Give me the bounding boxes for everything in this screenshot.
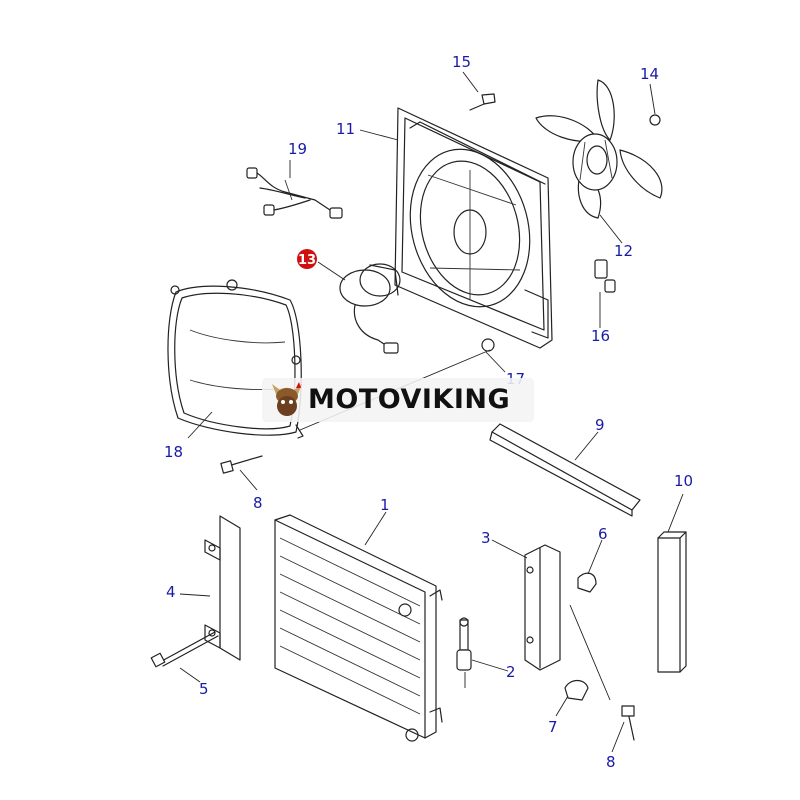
callout-15: 15 [452, 53, 471, 71]
left-bracket [204, 515, 241, 661]
callout-13: 13 [298, 253, 316, 268]
callout-labels: 1 2 3 4 5 6 7 8 8 9 10 11 12 13 14 15 16… [164, 53, 693, 771]
callout-2: 2 [506, 663, 516, 681]
leader-lines [179, 71, 684, 753]
bolt-5 [150, 631, 219, 668]
fan-shroud [394, 107, 553, 349]
hardware-items [220, 93, 661, 741]
callout-9: 9 [595, 416, 605, 434]
wire-harness [246, 167, 343, 219]
callout-3: 3 [481, 529, 491, 547]
seal-strip-10 [657, 531, 687, 673]
receiver-drier [456, 617, 472, 671]
right-bracket [524, 544, 561, 671]
viking-logo-icon [272, 382, 302, 416]
callout-12: 12 [614, 242, 633, 260]
fan-blade-assembly [535, 79, 663, 219]
fan-motor [339, 263, 401, 354]
condenser-core [274, 514, 443, 742]
callout-8-lower: 8 [606, 753, 616, 771]
callout-8-upper: 8 [253, 494, 263, 512]
callout-14: 14 [640, 65, 659, 83]
callout-1: 1 [380, 496, 390, 514]
callout-10: 10 [674, 472, 693, 490]
callout-5: 5 [199, 680, 209, 698]
callout-11: 11 [336, 120, 355, 138]
callout-18: 18 [164, 443, 183, 461]
callout-6: 6 [598, 525, 608, 543]
clip-7 [564, 679, 589, 701]
callout-16: 16 [591, 327, 610, 345]
callout-19: 19 [288, 140, 307, 158]
highlight-marker [297, 249, 317, 269]
watermark-banner [262, 378, 534, 422]
watermark-text: MOTOVIKING [308, 384, 511, 415]
callout-4: 4 [166, 583, 176, 601]
clip-6 [577, 572, 597, 593]
callout-7: 7 [548, 718, 558, 736]
seal-strip-9 [489, 423, 641, 517]
